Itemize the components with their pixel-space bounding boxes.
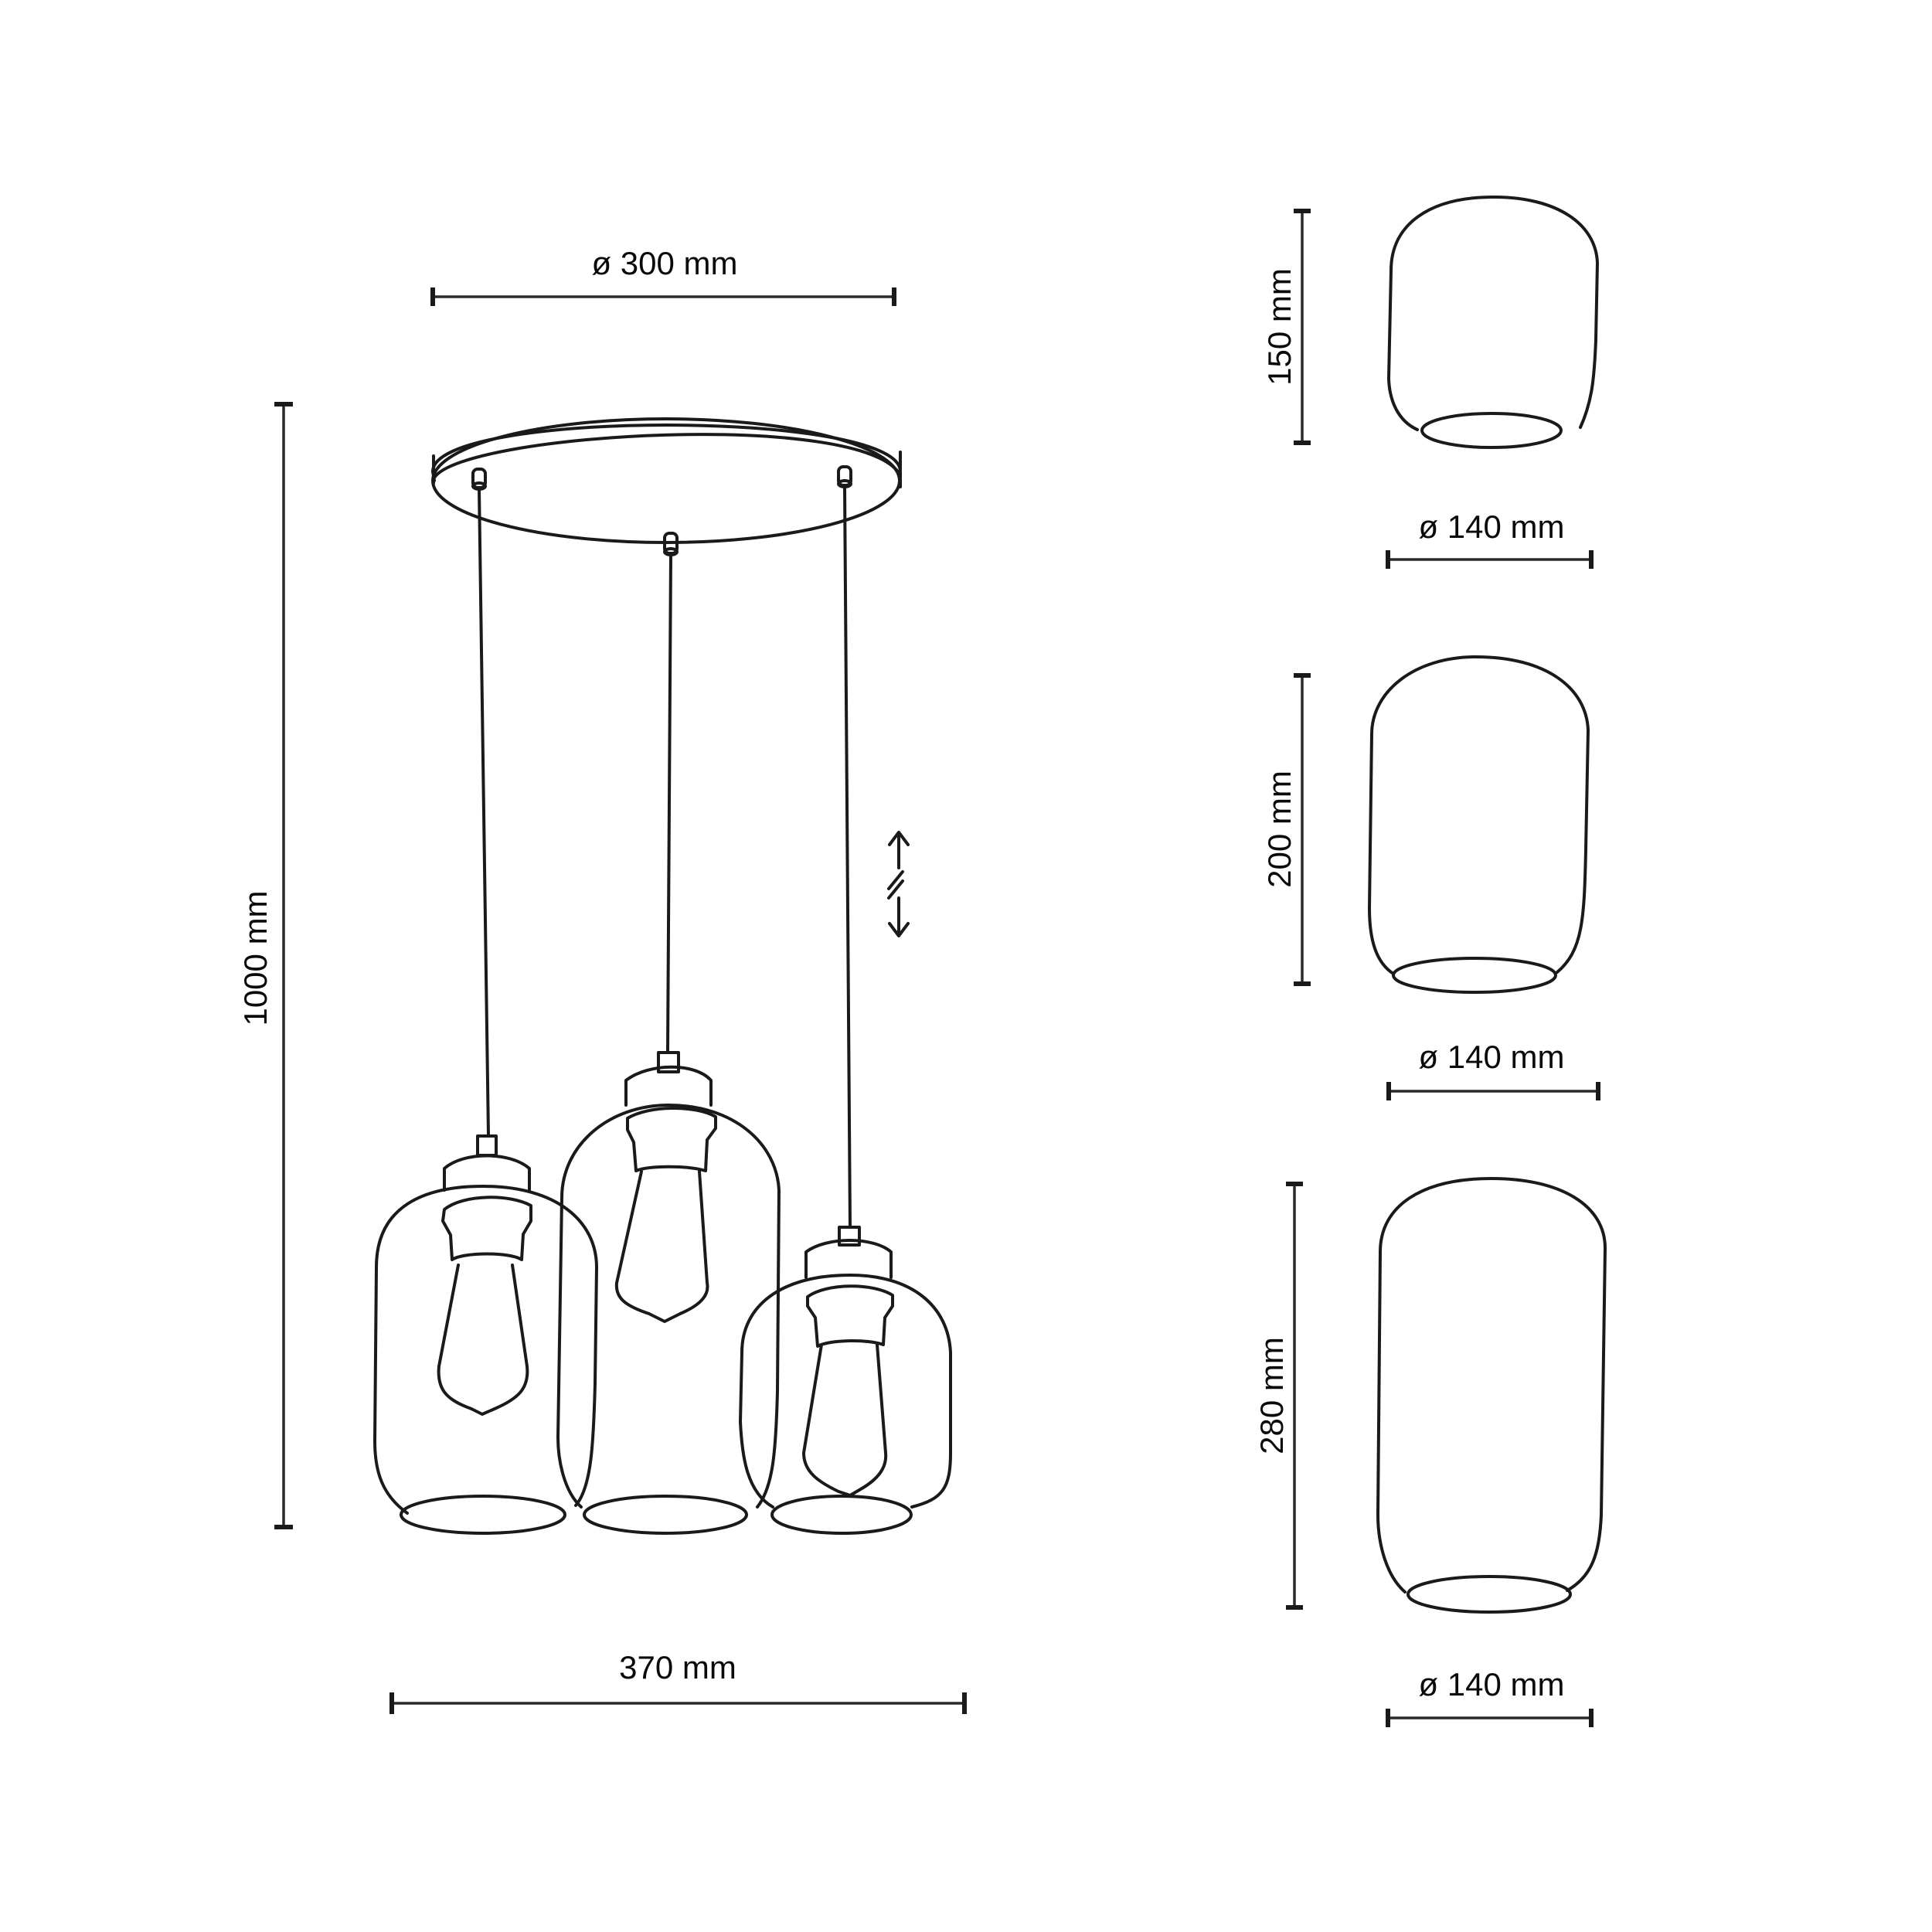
shade-short: 150 mm <box>1261 196 1599 449</box>
shade-medium-height-label: 200 mm <box>1261 770 1298 888</box>
shade-tall-diameter-dimension: ø 140 mm <box>1386 1666 1594 1727</box>
cable-grip-right <box>837 465 852 488</box>
canopy-diameter-label: ø 300 mm <box>591 245 737 281</box>
shade-medium-diameter-dimension: ø 140 mm <box>1386 1039 1600 1100</box>
pendant-center <box>556 1051 781 1535</box>
suspension-cables <box>478 485 852 1229</box>
shade-medium: 200 mm <box>1261 655 1590 994</box>
pendant-right <box>739 1226 952 1535</box>
shade-tall: 280 mm <box>1253 1177 1607 1614</box>
cable-grip-center <box>663 532 679 556</box>
shade-short-height-label: 150 mm <box>1261 268 1298 386</box>
shade-short-diameter-label: ø 140 mm <box>1418 509 1564 545</box>
shade-tall-diameter-label: ø 140 mm <box>1418 1666 1564 1702</box>
shade-tall-height-label: 280 mm <box>1253 1337 1290 1454</box>
total-width-label: 370 mm <box>619 1649 736 1685</box>
shade-medium-diameter-label: ø 140 mm <box>1418 1039 1564 1075</box>
ceiling-canopy <box>431 417 902 556</box>
pendant-left <box>373 1134 598 1535</box>
total-height-label: 1000 mm <box>237 890 274 1026</box>
adjustable-length-arrows-icon <box>887 831 910 937</box>
shade-short-diameter-dimension: ø 140 mm <box>1386 509 1594 569</box>
canopy-diameter-dimension: ø 300 mm <box>430 245 896 306</box>
cable-grip-left <box>471 468 487 491</box>
total-height-dimension: 1000 mm <box>237 402 293 1529</box>
total-width-dimension: 370 mm <box>389 1649 967 1714</box>
